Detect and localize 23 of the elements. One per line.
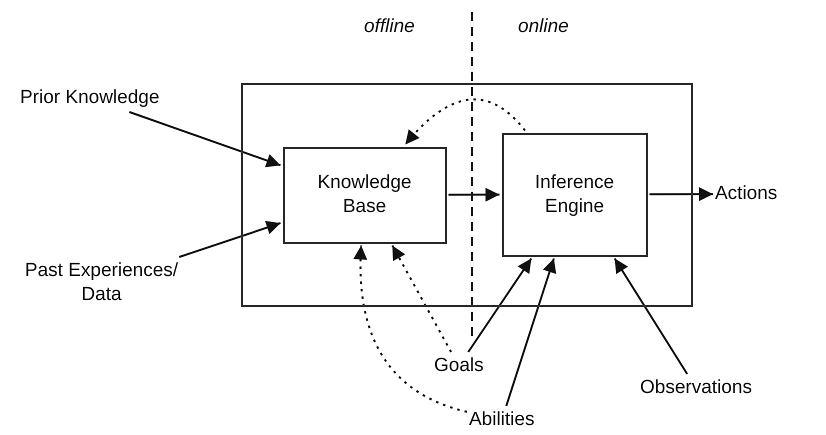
text-label: Prior Knowledge [20, 86, 160, 110]
text-label: Observations [640, 376, 752, 400]
text-label: Goals [434, 354, 484, 378]
region-label: offline [364, 16, 415, 38]
dotted-arrow [391, 245, 452, 352]
box-label: Knowledge Base [316, 171, 413, 219]
arrow [178, 220, 281, 258]
arrow [129, 111, 281, 168]
region-label: online [518, 16, 569, 38]
box-label: Inference Engine [534, 170, 616, 218]
text-label: Actions [715, 182, 778, 206]
arrow [650, 187, 713, 202]
text-label: Abilities [469, 408, 534, 432]
text-label: Past Experiences/ Data [14, 259, 189, 307]
system-frame [241, 83, 693, 307]
dotted-arrow [354, 245, 468, 413]
arrow [467, 258, 532, 353]
arrow [448, 188, 500, 202]
process-box [282, 146, 446, 244]
arrow [614, 258, 688, 375]
dotted-arrow [404, 98, 526, 146]
process-box [502, 132, 648, 256]
arrow [505, 258, 556, 406]
